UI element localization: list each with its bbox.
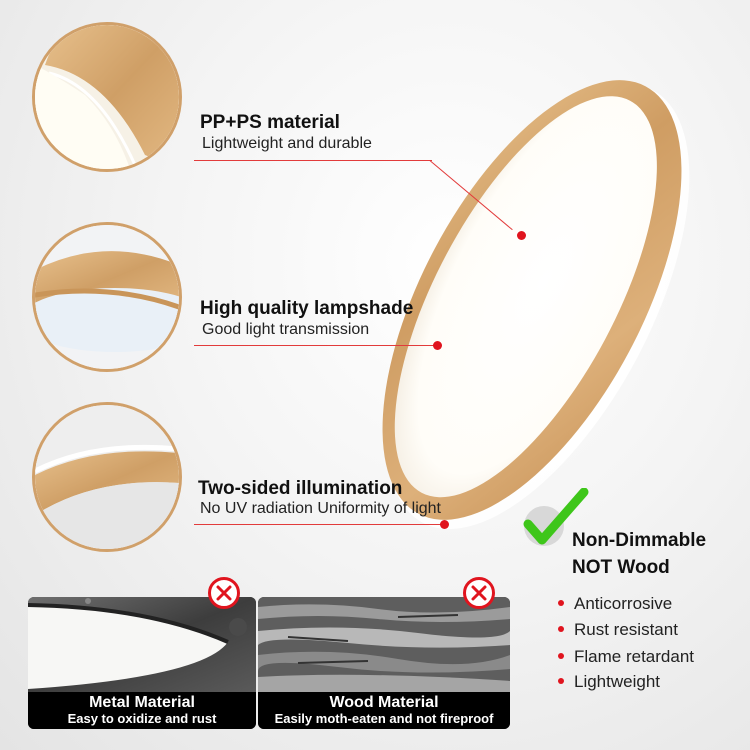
metal-caption: Metal Material Easy to oxidize and rust xyxy=(28,692,256,729)
lamp-image xyxy=(382,80,690,530)
wood-caption: Wood Material Easily moth-eaten and not … xyxy=(258,692,510,729)
feature-subtitle-1: Lightweight and durable xyxy=(202,135,372,152)
leader-line-2 xyxy=(194,345,438,346)
marker-dot-1 xyxy=(517,231,526,240)
thumb-lampshade xyxy=(32,222,182,372)
non-dimmable-label: Non-Dimmable xyxy=(572,530,707,551)
cracked-wood-image xyxy=(258,597,510,692)
feature-subtitle-2: Good light transmission xyxy=(202,321,370,338)
feature-title-1: PP+PS material xyxy=(200,112,340,133)
rusty-metal-image xyxy=(28,597,256,692)
leader-line-1a xyxy=(194,160,432,161)
red-x-icon xyxy=(463,577,495,609)
feature-subtitle-3: No UV radiation Uniformity of light xyxy=(200,500,441,517)
benefit-item: Flame retardant xyxy=(558,647,694,667)
metal-title: Metal Material xyxy=(89,694,195,711)
benefit-item: Lightweight xyxy=(558,672,660,692)
leader-line-3 xyxy=(194,524,444,525)
wood-subtitle: Easily moth-eaten and not fireproof xyxy=(274,711,494,726)
feature-title-2: High quality lampshade xyxy=(200,298,414,319)
thumb-side-glow xyxy=(32,402,182,552)
marker-dot-3 xyxy=(440,520,449,529)
thumb-wood-edge xyxy=(32,22,182,172)
benefit-item: Rust resistant xyxy=(558,620,678,640)
metal-subtitle: Easy to oxidize and rust xyxy=(67,711,217,726)
red-x-icon xyxy=(208,577,240,609)
green-check-icon xyxy=(523,488,589,546)
metal-material-panel: Metal Material Easy to oxidize and rust xyxy=(28,597,256,729)
feature-title-3: Two-sided illumination xyxy=(198,478,403,499)
wood-material-panel: Wood Material Easily moth-eaten and not … xyxy=(258,597,510,729)
not-wood-label: NOT Wood xyxy=(572,557,670,578)
wood-title: Wood Material xyxy=(329,694,439,711)
marker-dot-2 xyxy=(433,341,442,350)
benefit-item: Anticorrosive xyxy=(558,594,672,614)
